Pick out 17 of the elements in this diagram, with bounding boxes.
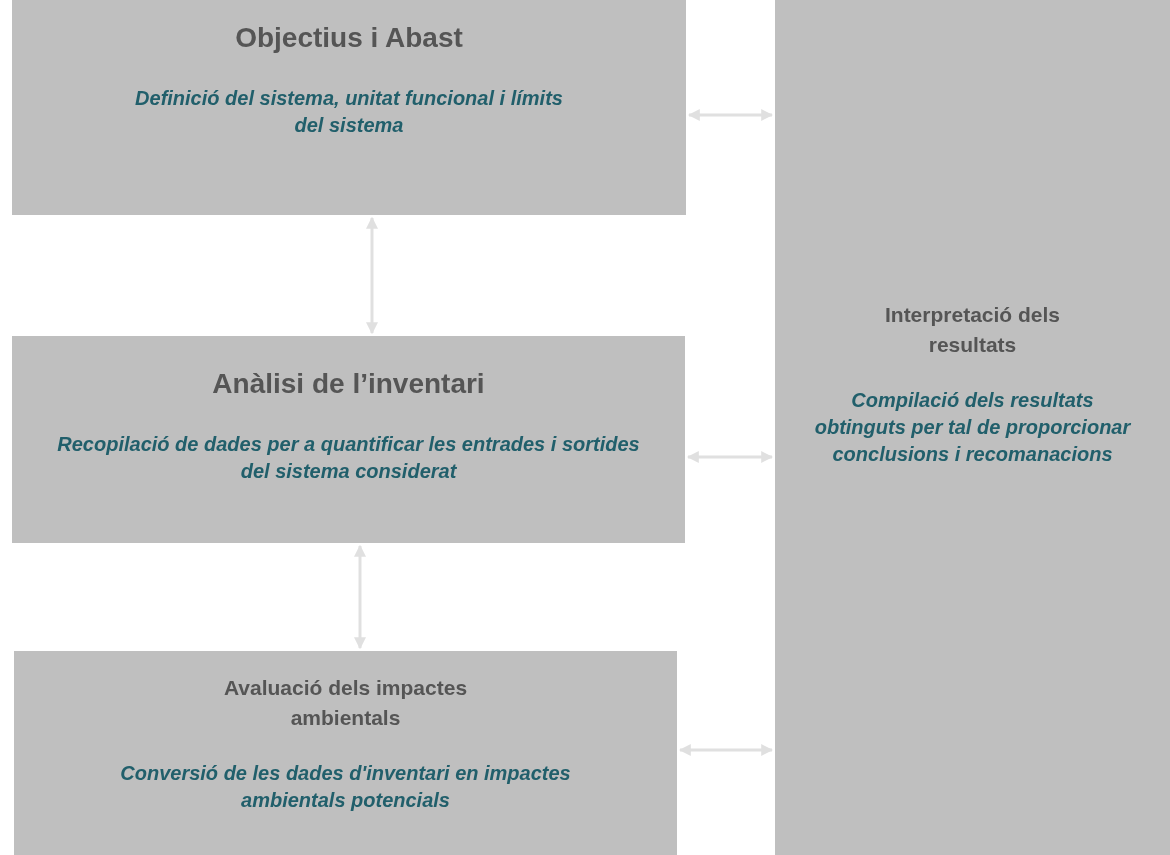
process-box xyxy=(12,336,685,543)
description-text: Conversió de les dades d'inventari en impactes ambientals potencials xyxy=(119,760,572,813)
description-text: Definició del sistema, unitat funcional i límits del sistema xyxy=(134,85,564,138)
heading-text: Objectius i Abast xyxy=(235,21,463,55)
double-arrow xyxy=(366,216,378,335)
process-box xyxy=(12,0,686,215)
double-arrow xyxy=(687,109,774,121)
heading-text: Avaluació dels impactes ambientals xyxy=(222,675,469,732)
double-arrow xyxy=(686,451,774,463)
double-arrow xyxy=(678,744,774,756)
process-box xyxy=(775,0,1170,855)
process-box xyxy=(14,651,677,855)
description-text: Compilació dels resultats obtinguts per tal de proporcionar conclusions i recomanacions xyxy=(813,387,1132,467)
double-arrow xyxy=(354,544,366,650)
heading-text: Anàlisi de l’inventari xyxy=(212,367,485,401)
heading-text: Interpretació dels resultats xyxy=(883,302,1062,359)
description-text: Recopilació de dades per a quantificar les entrades i sortides del sistema considerat xyxy=(56,431,641,484)
